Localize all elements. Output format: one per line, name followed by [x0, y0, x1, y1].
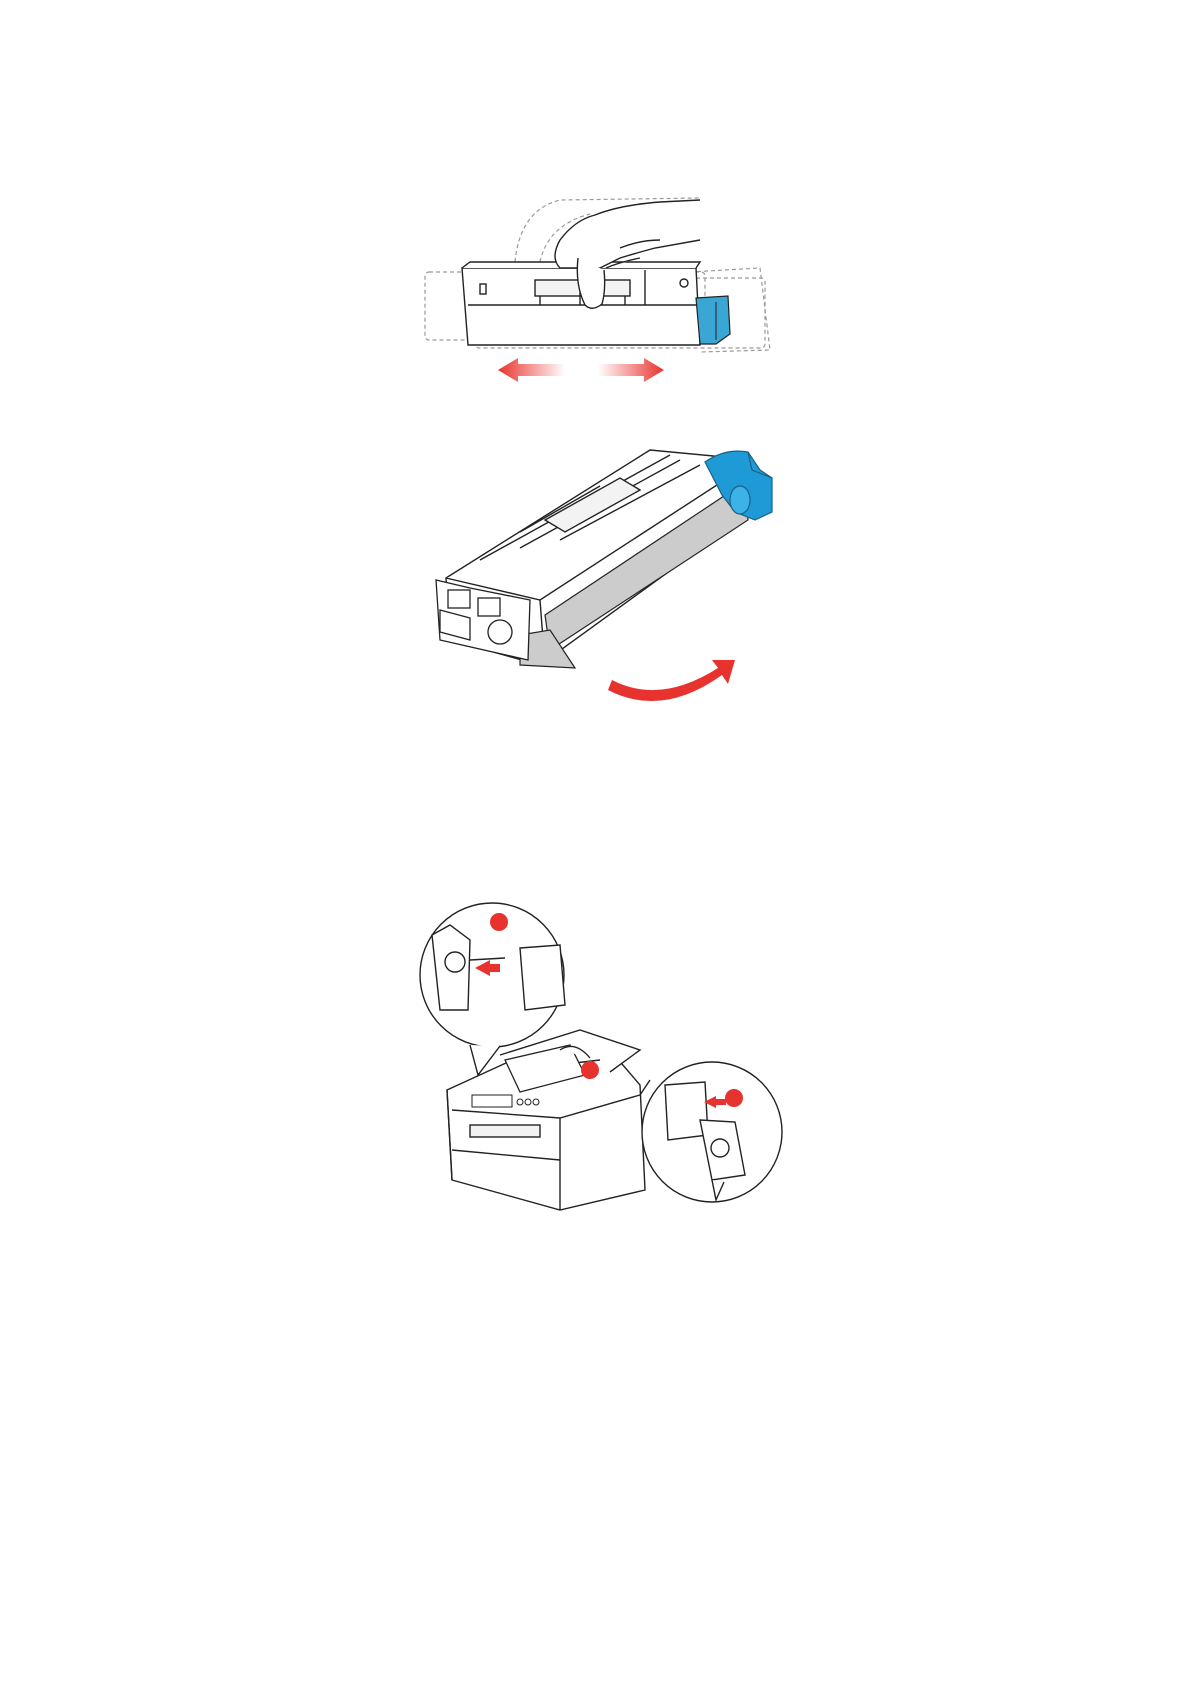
callout-marker — [490, 913, 508, 931]
install-cartridge-drawing — [0, 0, 1190, 1300]
install-cartridge-figure — [0, 0, 1190, 1300]
callout-marker — [725, 1089, 743, 1107]
detail-circle-bottom — [640, 1062, 782, 1202]
callout-marker — [581, 1061, 599, 1079]
